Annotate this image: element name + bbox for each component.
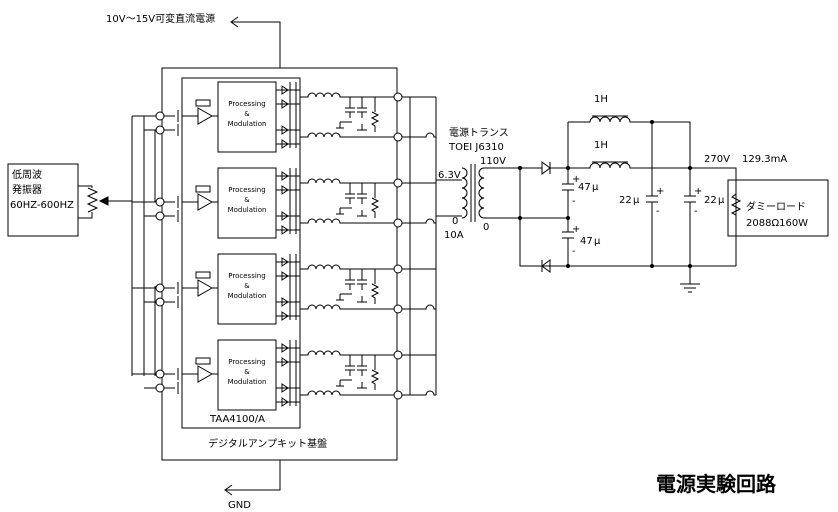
ic-label: TAA4100/A: [209, 414, 265, 425]
primary-voltage: 6.3V: [438, 170, 461, 181]
primary-current: 10A: [444, 230, 464, 241]
input-bus: [131, 116, 156, 376]
output-bus: [409, 97, 462, 395]
cap-22a-plus: +: [656, 186, 664, 197]
output-current: 129.3mA: [742, 154, 787, 165]
dummy-load: [727, 179, 829, 237]
cap-22a-minus: -: [656, 206, 660, 217]
oscillator-line-2: 発振器: [12, 183, 42, 196]
channel-2: [131, 167, 437, 239]
cap-top-minus: -: [572, 196, 576, 207]
cap-bottom-value: 47: [580, 236, 593, 247]
module-line-1: Processing: [228, 100, 265, 108]
cap-22b-minus: -: [694, 206, 698, 217]
cap-bottom-plus: +: [572, 224, 580, 235]
oscillator-line-3: 60HZ-600HZ: [10, 200, 74, 211]
primary-zero: 0: [452, 216, 458, 227]
cap-22b-value: 22: [704, 195, 717, 206]
secondary-zero: 0: [483, 222, 489, 233]
ic-outline: [181, 77, 301, 429]
choke-top-label: 1H: [594, 94, 608, 105]
processing-module: [217, 81, 277, 153]
gnd-label: GND: [228, 500, 251, 511]
module-line-2: &: [244, 110, 250, 118]
gnd-lead: [224, 460, 281, 496]
cap-22b-plus: +: [694, 186, 702, 197]
dummy-load-spec: 2088Ω160W: [746, 218, 808, 229]
transformer-name: 電源トランス: [449, 126, 509, 139]
page-title: 電源実験回路: [656, 472, 777, 496]
cap-top-plus: +: [572, 174, 580, 185]
dummy-load-name: ダミーロード: [746, 200, 806, 213]
cap-22b-unit: μ: [718, 195, 725, 206]
cap-top-value: 47: [578, 182, 591, 193]
oscillator-block: [7, 163, 132, 237]
transformer-model: TOEI J6310: [448, 142, 504, 153]
cap-top-unit: μ: [592, 182, 599, 193]
channel-3: [131, 253, 437, 325]
cap-22a-value: 22: [619, 195, 632, 206]
cap-bottom-minus: -: [572, 246, 576, 257]
channel-template: Processing & Modulation: [132, 81, 436, 153]
amp-board-label: デジタルアンプキット基盤: [208, 437, 327, 450]
oscillator-line-1: 低周波: [12, 168, 42, 181]
channel-group: Processing & Modulation: [131, 81, 437, 411]
cap-bottom-unit: μ: [594, 236, 601, 247]
supply-input-label: 10V〜15V可変直流電源: [106, 12, 215, 25]
module-line-3: Modulation: [228, 120, 267, 128]
output-voltage: 270V: [704, 154, 730, 165]
channel-4: [131, 339, 437, 411]
rectifier-filter: [518, 115, 737, 293]
amp-board-outline: [161, 67, 398, 461]
cap-22a-unit: μ: [633, 195, 640, 206]
supply-input-lead: [230, 16, 281, 68]
secondary-voltage: 110V: [480, 156, 506, 167]
choke-mid-label: 1H: [594, 140, 608, 151]
